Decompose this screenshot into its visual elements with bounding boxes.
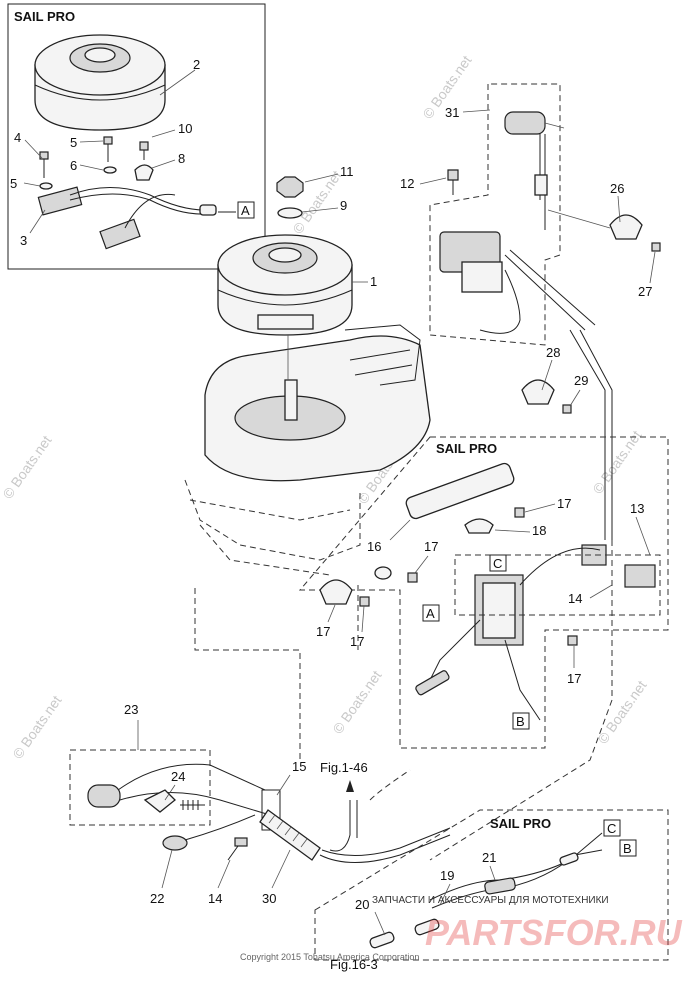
box-frame [7,3,266,270]
callout-label: 14 [568,591,582,606]
fig-ref: Fig.1-46 [320,760,368,775]
bolts-small [39,136,149,190]
callout-label: 17 [424,539,438,554]
callout-label: 6 [70,158,77,173]
connector-tag-label: A [426,606,435,621]
connector-tag-label: B [623,841,632,856]
connector-tag-label: A [241,203,250,218]
callout-label: 4 [14,130,21,145]
callout-label: 3 [20,233,27,248]
footer: ЗАПЧАСТИ И АКСЕССУАРЫ ДЛЯ МОТОТЕХНИКИ PA… [240,895,683,962]
callout-label: 17 [557,496,571,511]
engine-block [184,324,431,576]
callout-label: 24 [171,769,185,784]
connector-tag [603,819,621,837]
clamps-25-27 [521,214,661,540]
flywheel-small [34,34,166,131]
watermark: © Boats.net [594,677,649,746]
copyright: Copyright 2015 Tohatsu America Corporati… [240,952,419,962]
fig-ref: Fig.16-3 [330,957,378,972]
callout-label: 9 [340,198,347,213]
box-title: SAIL PRO [436,441,497,456]
callout-label: 1 [370,274,377,289]
callout-label: 17 [350,634,364,649]
flywheel-main [217,234,353,336]
watermark: © Boats.net [9,692,64,761]
ignition-coil-group [429,83,596,346]
watermark: © Boats.net [0,432,55,501]
connector-tag [422,604,440,622]
callout-label: 20 [355,897,369,912]
callout-label: 28 [546,345,560,360]
harness-23 [69,749,271,861]
box-title: SAIL PRO [490,816,551,831]
callout-label: 15 [292,759,306,774]
connector-tag [237,201,255,219]
watermark: © Boats.net [329,667,384,736]
callout-label: 14 [208,891,222,906]
callout-label: 12 [400,176,414,191]
shop-tagline: ЗАПЧАСТИ И АКСЕССУАРЫ ДЛЯ МОТОТЕХНИКИ [372,895,609,906]
callout-label: 26 [610,181,624,196]
connector-tag-label: B [516,714,525,729]
routing-lines [194,335,613,861]
callout-label: 21 [482,850,496,865]
callout-label: 30 [262,891,276,906]
sail-pro-box-bottom-right: SAIL PRO C B [314,809,669,961]
callout-label: 10 [178,121,192,136]
callout-label: 29 [574,373,588,388]
corrugated-tube-29 [259,780,451,863]
callout-label: 17 [567,671,581,686]
callout-label: 8 [178,151,185,166]
callout-label: 5 [70,135,77,150]
sail-pro-box-top-left: SAIL PRO A [7,3,266,270]
callout-label: 22 [150,891,164,906]
shop-logo: PARTSFOR.RU [425,912,683,953]
connector-tag-label: C [607,821,616,836]
callout-label: 13 [630,501,644,516]
callout-label: 17 [316,624,330,639]
sail-pro-box-right: SAIL PRO A B C [298,436,669,749]
watermark: © Boats.net [589,427,644,496]
callouts: 2 4 5 10 5 6 8 3 1 11 9 12 31 26 27 28 2… [10,57,656,972]
nut-washer [276,176,304,219]
callout-label: 11 [340,164,354,179]
connector-tag-label: C [493,556,502,571]
connector-tag [512,712,530,730]
connector-tag [489,554,507,572]
charge-coil [37,164,217,250]
callout-label: 23 [124,702,138,717]
connector-tag [619,839,637,857]
callout-label: 31 [445,105,459,120]
callout-label: 5 [10,176,17,191]
watermark: © Boats.net [289,167,344,236]
callout-label: 19 [440,868,454,883]
callout-label: 27 [638,284,652,299]
callout-label: 18 [532,523,546,538]
callout-label: 2 [193,57,200,72]
box-title: SAIL PRO [14,9,75,24]
bolts-17 [319,507,578,646]
callout-label: 16 [367,539,381,554]
